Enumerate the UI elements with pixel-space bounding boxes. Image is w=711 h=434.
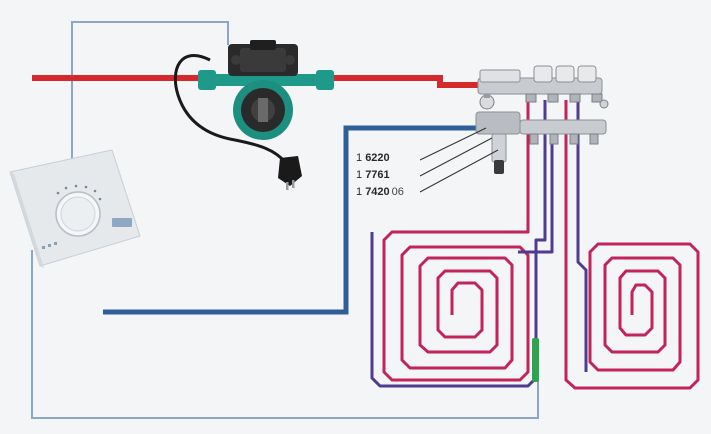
floor-sensor-icon bbox=[532, 338, 539, 382]
circulation-pump-icon bbox=[198, 40, 334, 140]
power-plug-icon bbox=[278, 156, 302, 190]
heating-loop-left bbox=[370, 130, 554, 388]
return-pipe bbox=[103, 125, 478, 315]
sensor-wire bbox=[31, 250, 539, 419]
heating-loop-right bbox=[564, 130, 700, 390]
thermostat-icon bbox=[9, 149, 141, 268]
part-label-1: 1 6220 bbox=[356, 152, 390, 164]
part-label-2: 1 7761 bbox=[356, 169, 390, 181]
thermostat-pump-wire bbox=[71, 21, 229, 165]
label-leaders bbox=[419, 127, 499, 193]
manifold-icon bbox=[477, 65, 609, 145]
power-cable bbox=[173, 53, 287, 164]
